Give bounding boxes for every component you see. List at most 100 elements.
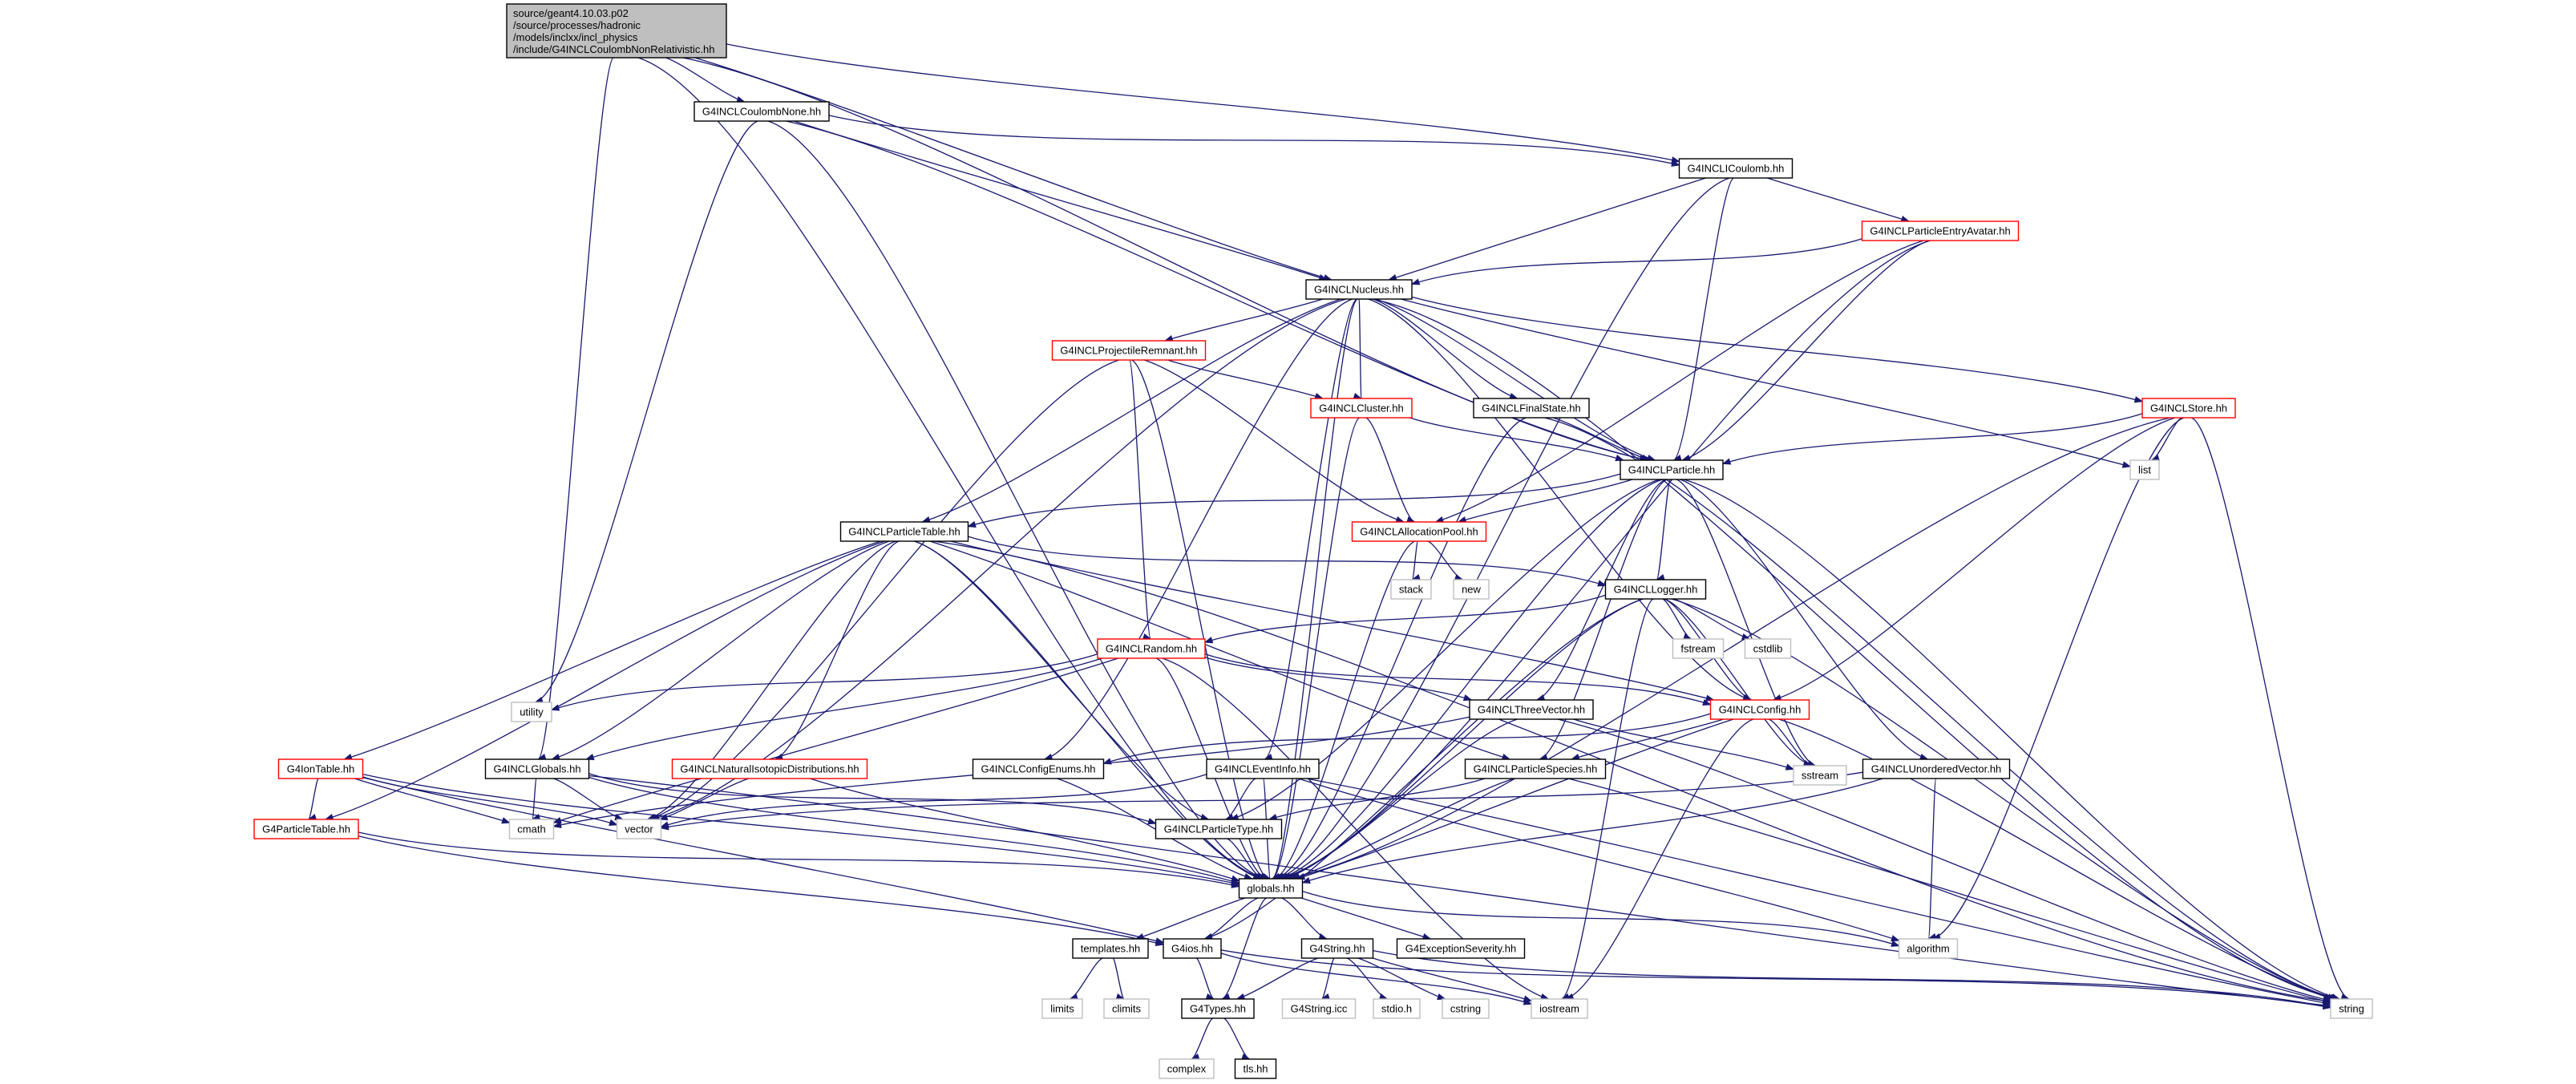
edge-n_iontable-to-n_g4ios: [362, 777, 1164, 944]
node-fstream: fstream: [1672, 638, 1725, 659]
node-new: new: [1453, 579, 1490, 600]
node-globals[interactable]: G4INCLGlobals.hh: [484, 758, 590, 779]
node-natiso[interactable]: G4INCLNaturalIsotopicDistributions.hh: [671, 758, 868, 779]
edge-n_nucleus-to-n_ptable: [922, 298, 1341, 523]
edge-n_g4string-to-n_cstring: [1357, 957, 1446, 1000]
node-g4ios[interactable]: G4ios.hh: [1163, 938, 1222, 959]
node-cfgenums[interactable]: G4INCLConfigEnums.hh: [972, 758, 1105, 779]
node-particle[interactable]: G4INCLParticle.hh: [1620, 459, 1724, 480]
node-box: [1305, 279, 1413, 300]
edge-n_templates-to-n_climits: [1112, 957, 1125, 1000]
edge-n_ptable-to-n_vector: [647, 540, 896, 820]
edge-n_cluster-to-n_particle: [1409, 417, 1624, 461]
arrowhead-n_iontable-to-n_vector: [609, 819, 618, 826]
node-label: G4INCLNaturalIsotopicDistributions.hh: [680, 763, 859, 775]
edge-n_iontable-to-n_globalshh: [362, 773, 1239, 885]
node-unordered[interactable]: G4INCLUnorderedVector.hh: [1862, 758, 2011, 779]
arrowhead-n_random-to-n_threevec: [1462, 694, 1473, 702]
node-box: [1281, 998, 1357, 1019]
edge-n_nucleus-to-n_finalstate: [1373, 298, 1518, 399]
node-ptype[interactable]: G4INCLParticleType.hh: [1155, 819, 1283, 839]
edge-n_particle-to-n_alloc: [1458, 479, 1633, 523]
edge-n_pea-to-n_nucleus: [1411, 238, 1862, 285]
node-box: [1898, 938, 1959, 959]
edge-n_store-to-n_string: [2191, 417, 2349, 1000]
node-box: [972, 758, 1105, 779]
edge-n_globalshh-to-n_algorithm: [1302, 890, 1899, 947]
arrowhead-n_threevec-to-n_sstream: [1785, 763, 1795, 771]
edge-n_particle-to-n_logger: [1656, 479, 1672, 580]
edge-n_store-to-n_config: [1773, 417, 2176, 701]
node-ptable[interactable]: G4INCLParticleTable.hh: [839, 521, 969, 542]
edge-n_unordered-to-n_globalshh: [1302, 778, 1883, 884]
edge-n_nucleus-to-n_projrem: [1165, 298, 1323, 342]
node-cstring: cstring: [1442, 998, 1490, 1019]
edge-n_pspecies-to-n_string: [1567, 778, 2331, 1004]
arrowhead-n_random-to-n_utility: [550, 704, 560, 711]
node-g4string[interactable]: G4String.hh: [1300, 938, 1374, 959]
edge-n_particle-to-n_unordered: [1680, 479, 1928, 760]
edge-n_config-to-n_globalshh: [1296, 718, 1734, 880]
arrowhead-n_natiso-to-n_globalshh: [1231, 875, 1240, 882]
node-box: [2141, 398, 2236, 419]
edge-n_particle-to-n_globalshh: [1280, 479, 1663, 880]
node-sstream: sstream: [1793, 765, 1847, 786]
edge-n_store-to-n_list: [2151, 417, 2182, 461]
edge-n_alloc-to-n_stack: [1412, 540, 1418, 580]
node-box: [1442, 998, 1490, 1019]
node-label: templates.hh: [1081, 943, 1140, 955]
node-cstdlib: cstdlib: [1744, 638, 1792, 659]
node-random[interactable]: G4INCLRandom.hh: [1097, 638, 1206, 659]
node-label: G4INCLICoulomb.hh: [1688, 163, 1785, 175]
node-label: cstring: [1450, 1003, 1481, 1015]
node-alloc[interactable]: G4INCLAllocationPool.hh: [1351, 521, 1487, 542]
node-g4ptable[interactable]: G4ParticleTable.hh: [253, 819, 359, 839]
arrowhead-n_config-to-n_cfgenums: [1102, 758, 1112, 765]
node-label: cmath: [517, 823, 545, 835]
node-box: [1709, 699, 1810, 720]
node-tls[interactable]: tls.hh: [1234, 1058, 1277, 1079]
node-nucleus[interactable]: G4INCLNucleus.hh: [1305, 279, 1413, 300]
edge-n_g4string-to-n_string: [1373, 949, 2331, 1009]
edge-n_g4ios-to-n_g4types: [1195, 957, 1215, 1000]
edge-n_finalstate-to-n_globalshh: [1276, 417, 1527, 880]
node-g4exc[interactable]: G4ExceptionSeverity.hh: [1396, 938, 1526, 959]
node-store[interactable]: G4INCLStore.hh: [2141, 398, 2236, 419]
edge-n_globals-to-n_globalshh: [588, 776, 1239, 884]
edge-n_cluster-to-n_globalshh: [1272, 417, 1361, 880]
node-globalshh[interactable]: globals.hh: [1238, 878, 1304, 899]
edge-n_finalstate-to-n_particle: [1553, 417, 1650, 461]
edge-n_ptable-to-n_string: [933, 540, 2331, 1003]
node-icoul[interactable]: G4INCLICoulomb.hh: [1678, 158, 1793, 179]
node-cmath: cmath: [508, 819, 555, 839]
node-cluster[interactable]: G4INCLCluster.hh: [1310, 398, 1413, 419]
node-threevec[interactable]: G4INCLThreeVector.hh: [1469, 699, 1594, 720]
node-pea[interactable]: G4INCLParticleEntryAvatar.hh: [1861, 220, 2020, 241]
node-label: cstdlib: [1753, 643, 1783, 655]
node-label: new: [1462, 584, 1481, 596]
node-finalstate[interactable]: G4INCLFinalState.hh: [1473, 398, 1590, 419]
node-none[interactable]: G4INCLCoulombNone.hh: [694, 101, 830, 122]
node-label: G4Types.hh: [1190, 1003, 1246, 1015]
node-iostream: iostream: [1531, 998, 1588, 1019]
node-label: iostream: [1539, 1003, 1579, 1015]
node-pspecies[interactable]: G4INCLParticleSpecies.hh: [1464, 758, 1607, 779]
node-config[interactable]: G4INCLConfig.hh: [1709, 699, 1810, 720]
node-label: G4ios.hh: [1171, 943, 1213, 955]
node-box: [1159, 1058, 1215, 1079]
node-iontable[interactable]: G4IonTable.hh: [277, 758, 364, 779]
node-g4types[interactable]: G4Types.hh: [1181, 998, 1255, 1019]
node-eventinfo[interactable]: G4INCLEventInfo.hh: [1206, 758, 1320, 779]
node-templates[interactable]: templates.hh: [1072, 938, 1149, 959]
node-label: list: [2138, 464, 2151, 476]
node-box: [1861, 220, 2020, 241]
node-label: G4INCLProjectileRemnant.hh: [1060, 345, 1197, 357]
node-logger[interactable]: G4INCLLogger.hh: [1604, 579, 1707, 600]
node-projrem[interactable]: G4INCLProjectileRemnant.hh: [1051, 340, 1207, 361]
root-file-node[interactable]: source/geant4.10.03.p02 /source/processe…: [506, 3, 727, 59]
edge-n_globals-to-n_ptype: [588, 773, 1156, 824]
node-label: sstream: [1802, 770, 1838, 782]
root-label-line-1: source/geant4.10.03.p02: [513, 7, 629, 19]
edge-n_nucleus-to-n_cluster: [1358, 298, 1362, 399]
